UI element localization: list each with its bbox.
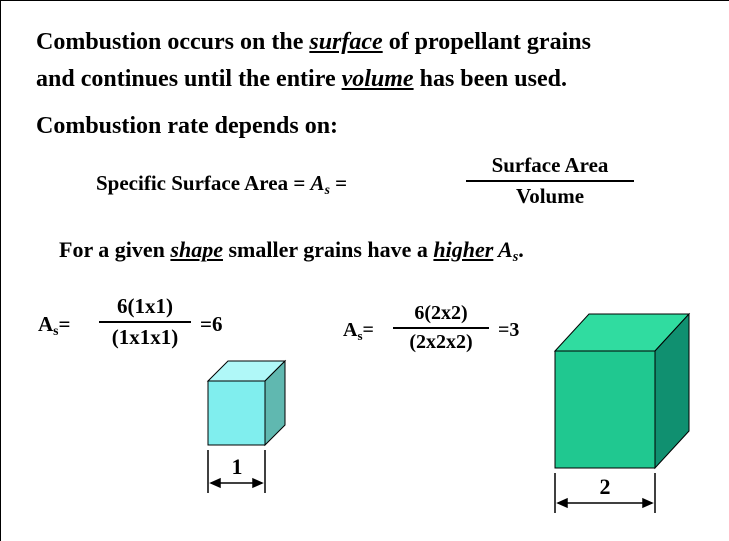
small-cube-dimension	[207, 450, 266, 493]
small-cube-front-face	[207, 380, 266, 446]
large-cube-dimension-label: 2	[600, 474, 611, 499]
large-cube-numerator: 6(2x2)	[414, 302, 468, 324]
emphasis-volume: volume	[341, 66, 414, 92]
ssa-denominator: Volume	[515, 184, 585, 208]
small-cube-result: =6	[200, 312, 223, 336]
small-cube	[206, 359, 287, 447]
large-cube	[553, 312, 691, 470]
small-cube-denominator: (1x1x1)	[111, 325, 179, 349]
emphasis-shape: shape	[170, 237, 223, 262]
specific-surface-area-definition: Specific Surface Area = As =	[96, 171, 348, 197]
text-line-2: and continues until the entire volume ha…	[36, 66, 567, 92]
ssa-numerator: Surface Area	[491, 153, 609, 177]
text-line-5: For a given shape smaller grains have a …	[59, 237, 524, 265]
large-cube-result: =3	[498, 319, 520, 341]
emphasis-surface: surface	[309, 29, 383, 55]
text-line-1: Combustion occurs on the surface of prop…	[36, 29, 591, 55]
large-cube-fraction: 6(2x2) (2x2x2)	[393, 302, 489, 354]
fraction-bar	[99, 321, 191, 323]
fraction-bar	[393, 327, 489, 329]
large-cube-symbol: As=	[343, 319, 374, 343]
small-cube-fraction: 6(1x1) (1x1x1)	[99, 294, 191, 350]
large-cube-front-face	[554, 350, 656, 469]
ssa-fraction: Surface Area Volume	[466, 153, 634, 209]
large-cube-dimension	[554, 473, 656, 513]
text-line-3: Combustion rate depends on:	[36, 113, 339, 139]
small-cube-numerator: 6(1x1)	[117, 294, 173, 318]
large-cube-denominator: (2x2x2)	[409, 331, 473, 353]
small-cube-dimension-label: 1	[232, 454, 243, 479]
fraction-bar	[466, 180, 634, 182]
emphasis-higher: higher	[433, 237, 494, 262]
small-cube-symbol: As=	[38, 312, 71, 338]
